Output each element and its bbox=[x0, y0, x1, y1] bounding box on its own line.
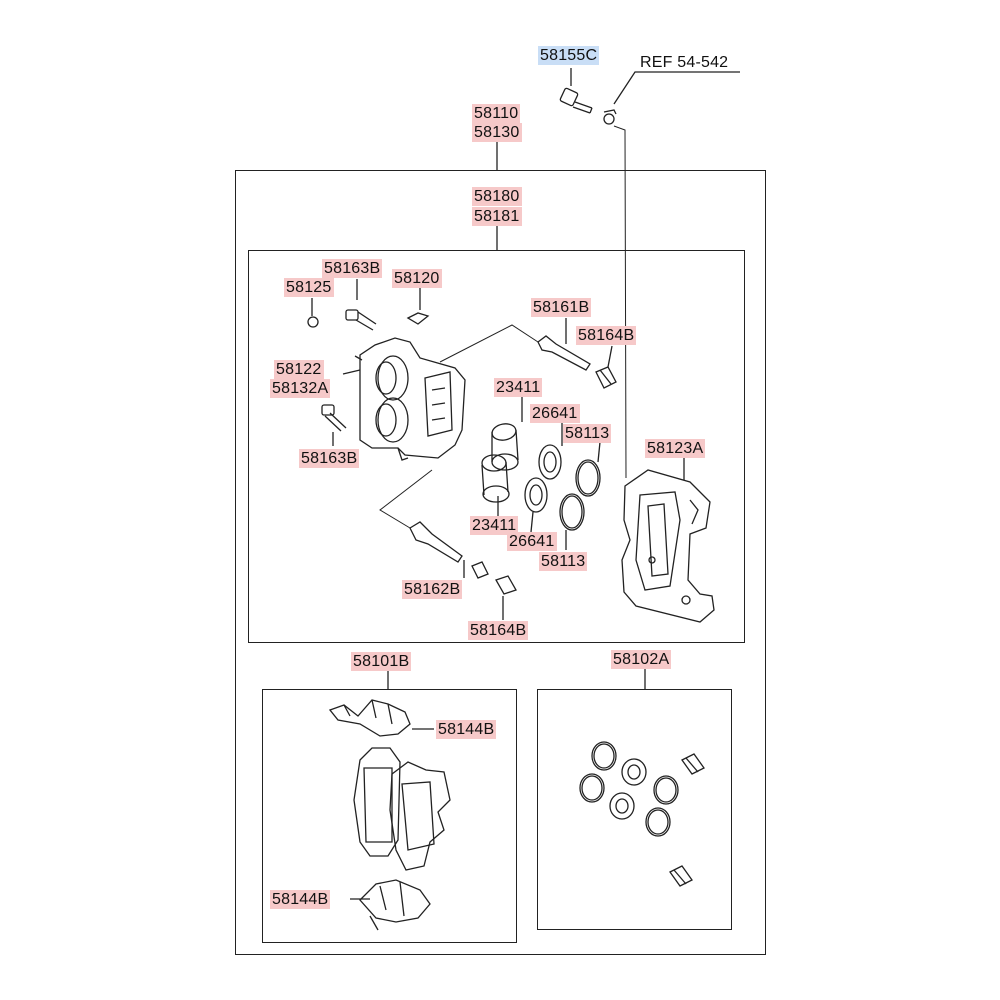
label-58113-bottom[interactable]: 58113 bbox=[539, 552, 588, 571]
label-58144b-top[interactable]: 58144B bbox=[436, 720, 497, 739]
label-23411-bottom[interactable]: 23411 bbox=[470, 516, 519, 535]
piston-23411-top-icon bbox=[491, 423, 519, 471]
label-58163b-bottom[interactable]: 58163B bbox=[299, 449, 360, 468]
label-58102a[interactable]: 58102A bbox=[611, 650, 672, 669]
label-58122[interactable]: 58122 bbox=[274, 360, 324, 379]
brake-pad-outer-icon bbox=[389, 761, 451, 871]
bolt-58163b-top-icon bbox=[345, 309, 377, 331]
label-58110[interactable]: 58110 bbox=[472, 104, 521, 123]
ring-58113-bottom-icon bbox=[559, 493, 585, 531]
caliper-assembly-frame bbox=[235, 170, 766, 955]
seal-kit-rings-icon bbox=[579, 741, 679, 837]
seal-kit-boot-top-icon bbox=[681, 753, 705, 775]
label-58180[interactable]: 58180 bbox=[472, 187, 522, 206]
label-58130[interactable]: 58130 bbox=[472, 123, 522, 142]
caliper-bracket-icon bbox=[621, 469, 715, 623]
guide-pin-58162b-icon bbox=[409, 521, 463, 563]
bleeder-nut-icon bbox=[603, 109, 617, 125]
boot-58164b-bottom-icon bbox=[471, 561, 517, 595]
caliper-body-frame bbox=[248, 250, 745, 643]
label-58164b-top[interactable]: 58164B bbox=[576, 326, 637, 345]
label-ref-54-542[interactable]: REF 54-542 bbox=[640, 54, 729, 71]
label-58181[interactable]: 58181 bbox=[472, 207, 522, 226]
label-58123a[interactable]: 58123A bbox=[645, 439, 706, 458]
boot-58164b-top-icon bbox=[595, 366, 617, 389]
seal-kit-frame bbox=[537, 689, 732, 930]
label-23411-top[interactable]: 23411 bbox=[494, 378, 543, 397]
label-58132a[interactable]: 58132A bbox=[270, 379, 331, 398]
label-58155c[interactable]: 58155C bbox=[538, 46, 600, 65]
label-26641-bottom[interactable]: 26641 bbox=[507, 532, 557, 551]
brake-pad-inner-icon bbox=[353, 747, 401, 857]
caliper-housing-icon bbox=[354, 337, 466, 461]
bleeder-58120-icon bbox=[406, 312, 430, 325]
seal-kit-boot-bottom-icon bbox=[669, 865, 693, 887]
label-58162b[interactable]: 58162B bbox=[402, 580, 463, 599]
shim-clips-bottom-icon bbox=[359, 879, 431, 931]
label-58161b[interactable]: 58161B bbox=[531, 298, 592, 317]
label-58101b[interactable]: 58101B bbox=[351, 652, 412, 671]
label-58125[interactable]: 58125 bbox=[284, 278, 334, 297]
cap-58125-icon bbox=[307, 316, 319, 328]
seal-26641-bottom-icon bbox=[524, 477, 548, 513]
label-58144b-bottom[interactable]: 58144B bbox=[270, 890, 331, 909]
label-26641-top[interactable]: 26641 bbox=[530, 404, 580, 423]
label-58163b-top[interactable]: 58163B bbox=[322, 259, 383, 278]
label-58120[interactable]: 58120 bbox=[392, 269, 442, 288]
seal-26641-top-icon bbox=[538, 444, 562, 480]
shim-clips-top-icon bbox=[328, 699, 411, 737]
ring-58113-top-icon bbox=[575, 459, 601, 497]
piston-23411-bottom-icon bbox=[481, 454, 510, 503]
bolt-58155c-icon bbox=[559, 87, 593, 114]
bolt-58163b-bottom-icon bbox=[321, 404, 347, 432]
label-58164b-bottom[interactable]: 58164B bbox=[468, 621, 529, 640]
pad-kit-frame bbox=[262, 689, 517, 943]
label-58113-top[interactable]: 58113 bbox=[563, 424, 612, 443]
guide-pin-58161b-icon bbox=[537, 335, 591, 371]
